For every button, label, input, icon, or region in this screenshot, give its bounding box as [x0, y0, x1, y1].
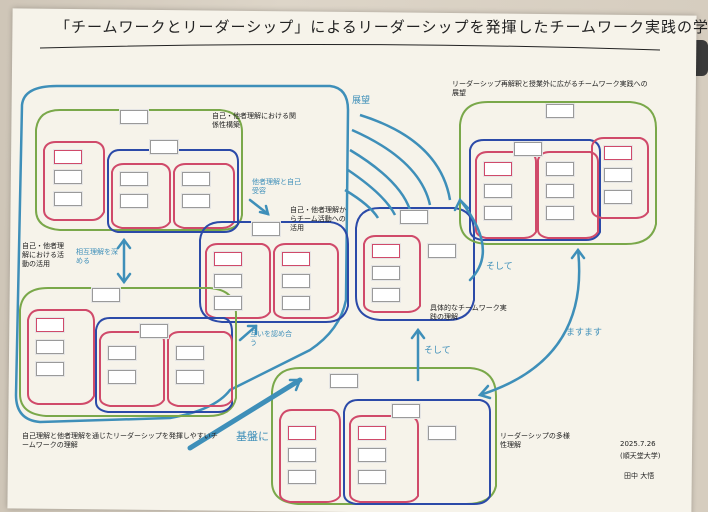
card — [358, 448, 386, 462]
title-underline — [39, 43, 661, 51]
label-bottom-right: リーダーシップの多様性理解 — [500, 432, 570, 449]
card — [182, 172, 210, 186]
group-center-red — [363, 235, 421, 313]
card — [54, 192, 82, 206]
signature-date: 2025.7.26 — [620, 440, 656, 448]
group-top-right-red-2 — [537, 151, 599, 239]
label-self-other: 自己・他者理解からチーム活動への活用 — [290, 206, 346, 232]
signature-name: 田中 大悟 — [624, 472, 655, 480]
card — [604, 146, 632, 160]
card — [288, 426, 316, 440]
label-mid-relation: 他者理解と自己受容 — [252, 178, 301, 195]
group-bottom-center-red-1 — [279, 409, 341, 503]
group-bottom-center-navy — [343, 399, 491, 505]
card — [330, 374, 358, 388]
group-middle-red-2 — [273, 243, 339, 319]
card — [150, 140, 178, 154]
group-top-left-red-1 — [43, 141, 105, 221]
card — [604, 168, 632, 182]
card — [372, 244, 400, 258]
card — [546, 206, 574, 220]
group-top-right-red-3 — [591, 137, 649, 219]
flow-arrows — [116, 197, 586, 451]
card — [140, 324, 168, 338]
card — [282, 274, 310, 288]
group-top-right-navy — [469, 139, 601, 241]
card — [214, 274, 242, 288]
label-bottom-left: 自己理解と他者理解を通じたリーダーシップを発揮しやすいチームワークの理解 — [22, 432, 218, 449]
group-top-left-navy — [107, 149, 239, 233]
label-soshite-1: そして — [486, 262, 513, 272]
group-bottom-center-red-2 — [349, 415, 419, 503]
signature-org: (順天堂大学) — [620, 452, 661, 460]
card — [282, 296, 310, 310]
card — [176, 346, 204, 360]
arrow-bottom-left-to-middle — [238, 324, 258, 342]
card — [546, 184, 574, 198]
label-soshite-2: そして — [424, 346, 451, 356]
card — [54, 170, 82, 184]
card — [288, 470, 316, 484]
group-bottom-left-navy — [95, 317, 233, 413]
left-cluster-outline — [14, 84, 350, 424]
radiating-arcs — [344, 113, 452, 219]
label-top-left-group: 自己・他者理解における関係性構築 — [212, 112, 296, 129]
card — [176, 370, 204, 384]
label-kiban: 基盤に — [236, 430, 269, 443]
card — [392, 404, 420, 418]
card — [182, 194, 210, 208]
arrow-center-to-topright — [458, 198, 485, 282]
label-arrow-left-mid: 相互理解を深める — [76, 248, 118, 265]
card — [120, 110, 148, 124]
card — [604, 190, 632, 204]
group-bottom-left-red-3 — [167, 331, 233, 407]
label-center-bottom: 具体的なチームワーク実践の理解 — [430, 304, 507, 321]
group-bottom-left-red-1 — [27, 309, 95, 405]
group-top-right-green — [459, 101, 657, 245]
card — [252, 222, 280, 236]
card — [120, 194, 148, 208]
card — [358, 426, 386, 440]
label-top-right: リーダーシップ再解釈と授業外に広がるチームワーク実践への展望 — [452, 80, 648, 97]
group-middle-red-1 — [205, 243, 271, 319]
label-masumasu: ますます — [566, 328, 603, 338]
card — [36, 362, 64, 376]
group-top-left-red-2 — [111, 163, 171, 229]
card — [36, 340, 64, 354]
card — [214, 296, 242, 310]
card — [546, 162, 574, 176]
label-left-side: 自己・他者理解における活動の活用 — [22, 242, 64, 268]
card — [428, 244, 456, 258]
card — [372, 288, 400, 302]
card — [428, 426, 456, 440]
group-bottom-left-green — [19, 287, 237, 417]
card — [54, 150, 82, 164]
card — [484, 162, 512, 176]
arrow-to-middle — [248, 198, 270, 216]
card — [288, 448, 316, 462]
arrow-kiban — [187, 377, 303, 451]
card — [108, 346, 136, 360]
label-arrow-bottom-left: 互いを認め合う — [250, 330, 292, 347]
card — [372, 266, 400, 280]
card — [214, 252, 242, 266]
card — [484, 206, 512, 220]
group-bottom-left-red-2 — [99, 331, 165, 407]
card — [92, 288, 120, 302]
card — [108, 370, 136, 384]
card — [546, 104, 574, 118]
card — [484, 184, 512, 198]
group-top-left-green — [35, 109, 243, 231]
label-top-arrow: 展望 — [352, 96, 371, 106]
poster-title: 「チームワークとリーダーシップ」によるリーダーシップを発揮したチームワーク実践の… — [55, 18, 708, 36]
card — [400, 210, 428, 224]
card — [120, 172, 148, 186]
card — [282, 252, 310, 266]
card — [36, 318, 64, 332]
card — [358, 470, 386, 484]
arrow-bottom-to-topright — [478, 248, 581, 397]
card — [514, 142, 542, 156]
